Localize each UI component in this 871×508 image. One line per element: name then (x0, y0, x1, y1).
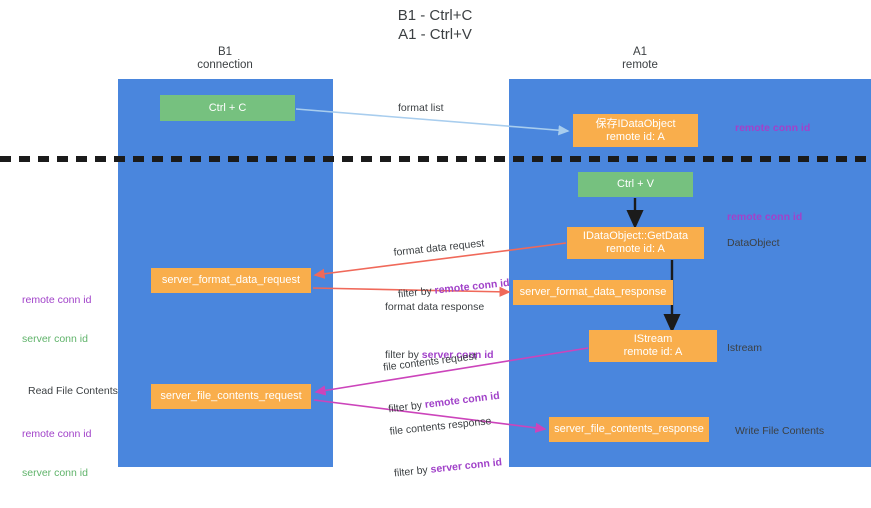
node-server-format-data-response[interactable]: server_format_data_response (513, 280, 673, 305)
node-server-file-contents-response[interactable]: server_file_contents_response (549, 417, 709, 442)
annotation-remote-conn-id-left-2: remote conn id (22, 428, 92, 440)
page-title: B1 - Ctrl+C A1 - Ctrl+V (397, 7, 473, 43)
edge-label-format-data-response: format data response filter by server co… (385, 272, 494, 390)
node-ctrl-c[interactable]: Ctrl + C (160, 95, 295, 121)
node-server-format-data-request[interactable]: server_format_data_request (151, 268, 311, 293)
annotation-server-conn-id-left-1: server conn id (22, 333, 88, 345)
edge-label-format-list: format list (398, 102, 444, 114)
edge-label-format-data-response-filter: filter by server conn id (385, 348, 494, 362)
edge-label-format-data-response-line1: format data response (385, 301, 485, 313)
annotation-write-file-contents: Write File Contents (735, 425, 825, 437)
annotation-remote-conn-id-left-1: remote conn id (22, 294, 92, 306)
annotation-remote-conn-id-mid: remote conn id (727, 211, 803, 223)
annotation-server-conn-id-left-2: server conn id (22, 467, 88, 479)
node-istream[interactable]: IStream remote id: A (589, 330, 717, 362)
node-idataobject-getdata[interactable]: IDataObject::GetData remote id: A (567, 227, 704, 259)
edge-label-format-data-request-line1: format data request (393, 237, 485, 259)
edge-label-file-contents-request-line1: file contents request (382, 350, 478, 374)
node-server-file-contents-request[interactable]: server_file_contents_request (151, 384, 311, 409)
annotation-remote-conn-id-top: remote conn id (735, 122, 811, 134)
filter-prefix: filter by (385, 349, 422, 361)
filter-key-server-conn-id: server conn id (429, 456, 503, 476)
phase-divider (0, 156, 871, 162)
node-save-idataobject[interactable]: 保存IDataObject remote id: A (573, 114, 698, 147)
annotation-read-file-contents: Read File Contents (28, 385, 118, 397)
annotation-conn-ids-file: remote conn id server conn id (22, 402, 91, 506)
diagram-canvas: B1 - Ctrl+C A1 - Ctrl+V B1 connection A1… (0, 7, 871, 480)
edge-label-file-contents-response-line1: file contents response (389, 415, 492, 438)
edge-label-file-contents-response-filter: filter by server conn id (393, 455, 502, 480)
edge-label-file-contents-response: file contents response filter by server … (386, 386, 506, 508)
lane-header-b1: B1 connection (197, 46, 253, 71)
filter-prefix: filter by (393, 463, 432, 480)
annotation-dataobject: DataObject (727, 237, 780, 249)
annotation-istream: Istream (727, 342, 763, 354)
lane-header-a1: A1 remote (622, 46, 658, 71)
filter-key-server-conn-id: server conn id (421, 349, 494, 361)
annotation-conn-ids-format: remote conn id server conn id (22, 268, 91, 372)
node-ctrl-v[interactable]: Ctrl + V (578, 172, 693, 197)
